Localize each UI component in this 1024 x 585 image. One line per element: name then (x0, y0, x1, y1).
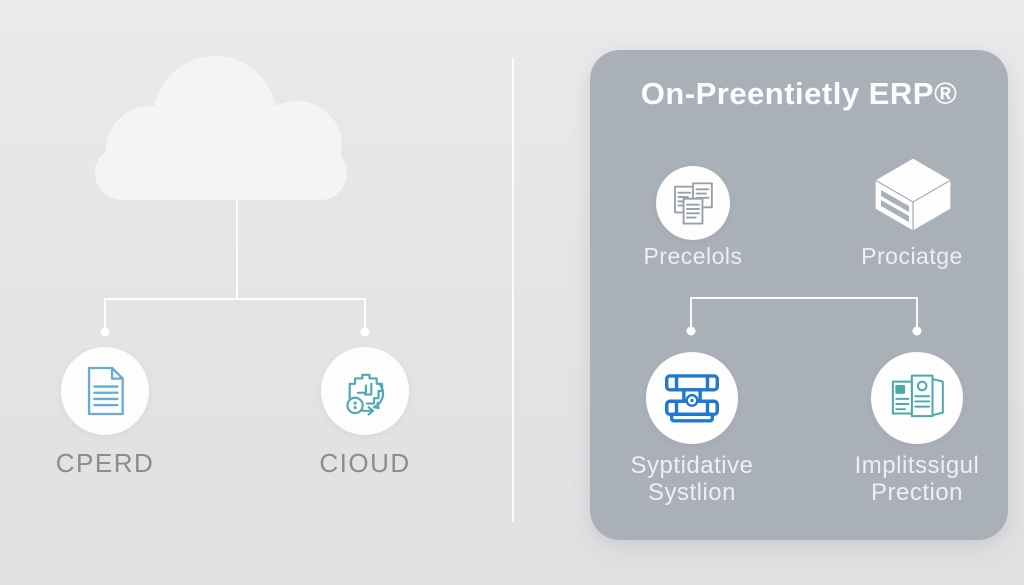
process-gear-icon (346, 373, 385, 416)
node-cioud-bubble (321, 347, 409, 435)
label-line-2: Prection (870, 479, 964, 506)
structure-frame-icon (664, 374, 720, 423)
node-cperd-bubble (61, 347, 149, 435)
cloud-tree-art (95, 56, 370, 337)
node-cperd-label: CPERD (55, 448, 155, 478)
documents-stack-icon (674, 182, 713, 225)
brochure-pages-icon (891, 374, 944, 418)
item-implitssigul-label: Implitssigul Prection (817, 452, 1017, 506)
cloud-icon (95, 56, 347, 200)
connector-lines (104, 200, 366, 328)
label-line-1: Syptidative (630, 452, 754, 479)
cube-icon (874, 157, 952, 232)
on-premise-erp-panel: On-Preentietly ERP® (590, 50, 1008, 540)
item-implitssigul-bubble (871, 352, 963, 444)
item-prociatge-label: Prociatge (861, 243, 963, 269)
document-icon (87, 366, 124, 416)
item-precelols-bubble (656, 166, 730, 240)
panel-title: On-Preentietly ERP® (640, 76, 958, 111)
node-cioud-label: CIOUD (319, 448, 411, 478)
connector-dot (100, 327, 110, 337)
panel-connector-lines (686, 297, 922, 336)
label-line-2: Systlion (647, 479, 737, 506)
section-divider-line (512, 58, 514, 522)
item-syptidative-bubble (646, 352, 738, 444)
label-line-1: Implitssigul (854, 452, 980, 479)
item-syptidative-label: Syptidative Systlion (592, 452, 792, 506)
connector-dot (360, 327, 370, 337)
item-precelols-label: Precelols (643, 243, 743, 269)
